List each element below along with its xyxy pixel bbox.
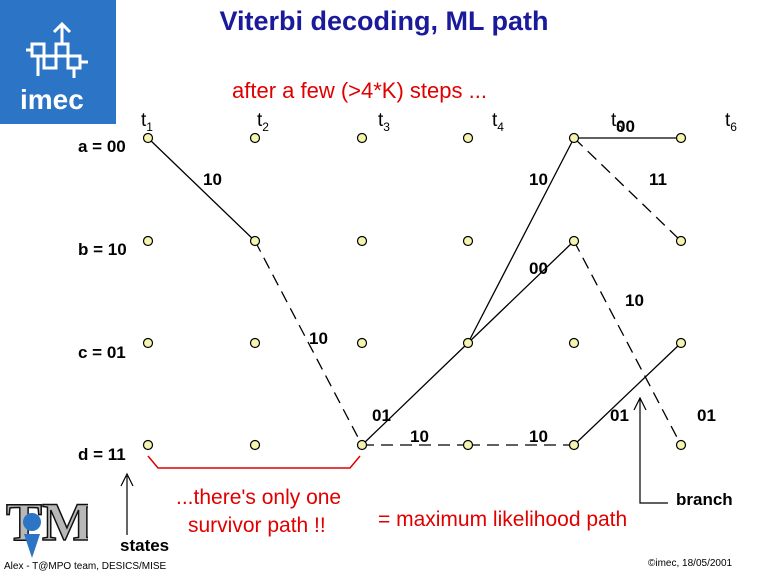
time-label-4: t4: [492, 110, 504, 134]
trellis-node-c-t2: [249, 337, 261, 349]
footer-left: Alex - T@MPO team, DESICS/MISE: [4, 561, 167, 572]
edge-label-c4-b5: 00: [529, 259, 548, 278]
state-label-a: a = 00: [78, 137, 126, 156]
trellis-node-d-t1: [142, 439, 154, 451]
trellis-edge-b5-d6: [573, 240, 682, 446]
edge-label-d3-c4: 01: [372, 406, 391, 425]
branch-arrow-line: [639, 398, 668, 504]
edge-label-a5-b6: 11: [649, 170, 667, 189]
time-label-3: t3: [378, 110, 390, 134]
edge-label-d3-d4: 10: [410, 427, 429, 446]
trellis-edge-a5-b6: [573, 137, 682, 242]
svg-text:TMP: TMP: [6, 492, 88, 552]
edge-label-b2-d3: 10: [309, 329, 328, 348]
trellis-node-c-t3: [356, 337, 368, 349]
slide-title: Viterbi decoding, ML path: [219, 6, 549, 36]
trellis-node-a-t2: [249, 132, 261, 144]
edge-label-d5-c6: 01: [610, 406, 629, 425]
state-label-c: c = 01: [78, 343, 126, 362]
trellis-node-b-t5: [568, 235, 580, 247]
branch-label: branch: [676, 490, 733, 509]
trellis-node-b-t4: [462, 235, 474, 247]
trellis-node-d-t4: [462, 439, 474, 451]
trellis-edge-b2-d3: [254, 240, 363, 446]
trellis-node-b-t1: [142, 235, 154, 247]
time-label-1: t1: [141, 110, 153, 134]
trellis-edge-c4-b5: [467, 240, 575, 344]
trellis-node-c-t6: [675, 337, 687, 349]
state-label-b: b = 10: [78, 240, 127, 259]
imec-logo: imec: [0, 0, 116, 124]
trellis-edge-d3-c4: [361, 342, 469, 446]
trellis-edge-d5-c6: [573, 342, 682, 446]
imec-logo-graphic: [26, 21, 88, 78]
ml-path-note: = maximum likelihood path: [378, 508, 628, 531]
state-label-d: d = 11: [78, 445, 126, 464]
survivor-note-line2: survivor path !!: [188, 514, 326, 537]
states-arrow-head: [120, 472, 134, 487]
edge-label-extra: 01: [697, 406, 716, 425]
trellis-node-a-t1: [142, 132, 154, 144]
trellis-node-d-t3: [356, 439, 368, 451]
logo-text: imec: [20, 84, 84, 115]
trellis-node-c-t4: [462, 337, 474, 349]
edge-label-a5-a6: 00: [616, 117, 635, 136]
time-label-5: t5: [611, 110, 623, 134]
survivor-bracket: [147, 455, 361, 469]
survivor-note-line1: ...there's only one: [176, 486, 342, 509]
time-label-6: t6: [725, 110, 737, 134]
trellis-node-b-t6: [675, 235, 687, 247]
states-label: states: [120, 536, 170, 555]
tempo-logo: TMP: [5, 491, 88, 558]
trellis-node-c-t5: [568, 337, 580, 349]
edge-label-b5-d6: 10: [625, 291, 644, 310]
trellis-node-c-t1: [142, 337, 154, 349]
edge-label-a1-b2: 10: [203, 170, 222, 189]
trellis-node-b-t2: [249, 235, 261, 247]
trellis-node-d-t5: [568, 439, 580, 451]
trellis-node-a-t6: [675, 132, 687, 144]
slide-subtitle: after a few (>4*K) steps ...: [232, 78, 487, 103]
branch-arrow-head: [633, 396, 647, 411]
trellis-edge-a1-b2: [147, 137, 256, 242]
footer-right: ©imec, 18/05/2001: [648, 558, 733, 569]
trellis-node-a-t4: [462, 132, 474, 144]
edge-label-d4-d5: 10: [529, 427, 548, 446]
trellis-edge-c4-a5: [467, 137, 575, 344]
trellis-node-a-t3: [356, 132, 368, 144]
trellis-node-a-t5: [568, 132, 580, 144]
time-label-2: t2: [257, 110, 269, 134]
trellis-node-d-t6: [675, 439, 687, 451]
trellis-node-b-t3: [356, 235, 368, 247]
edge-label-c4-a5: 10: [529, 170, 548, 189]
trellis-node-d-t2: [249, 439, 261, 451]
